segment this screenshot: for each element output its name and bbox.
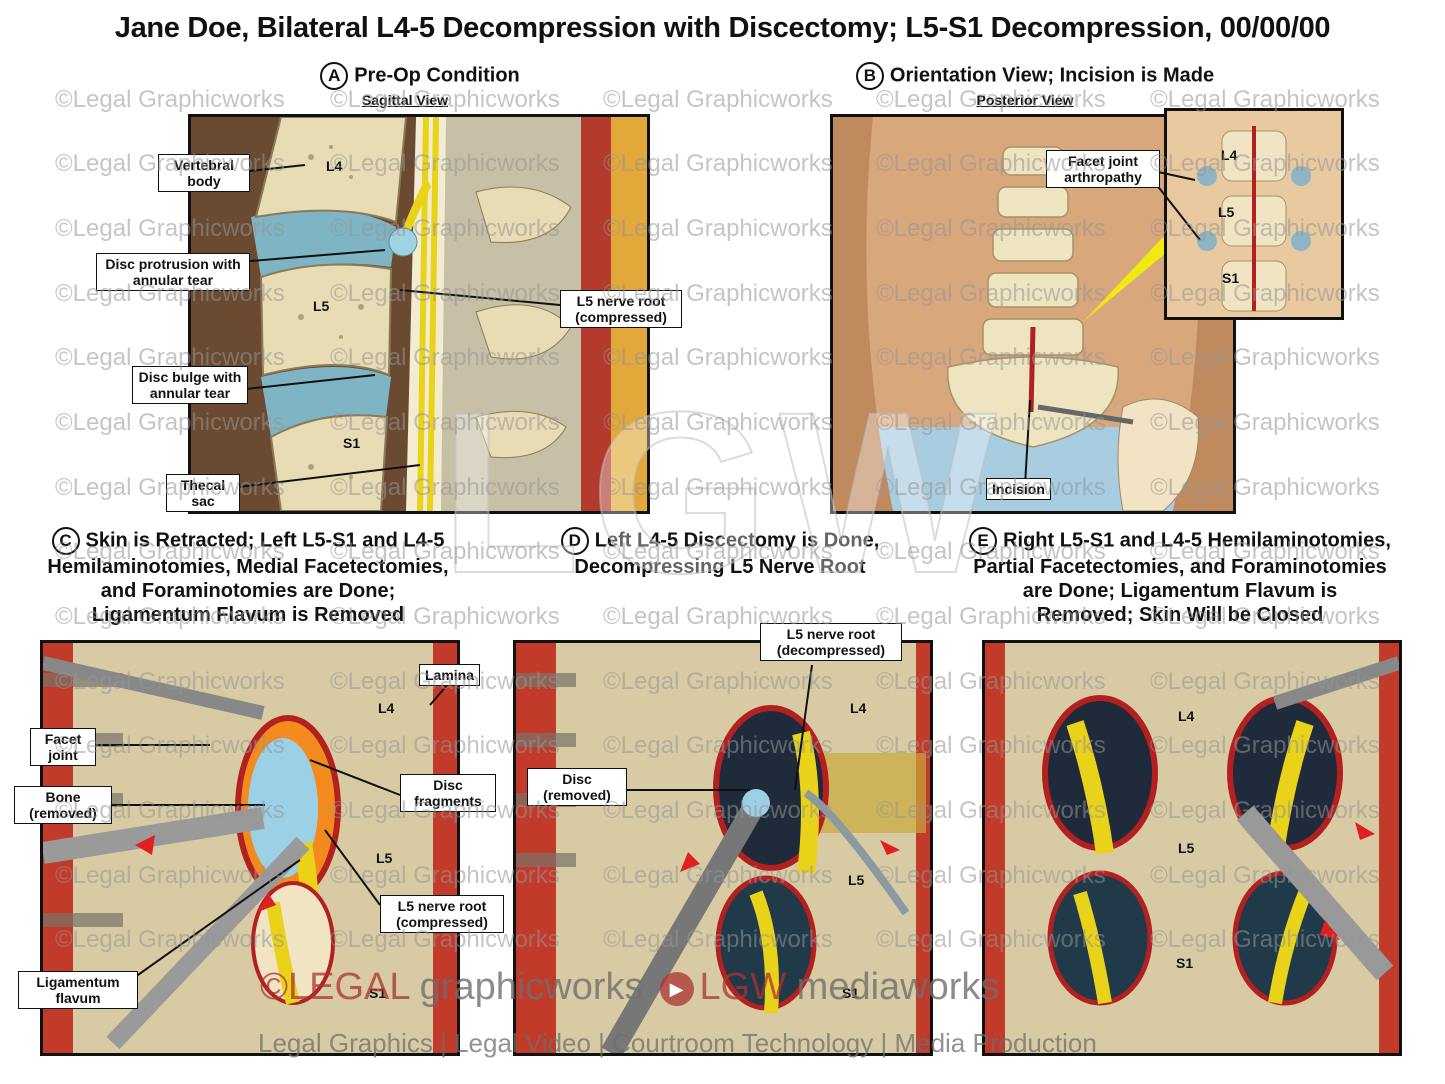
label-l5-nerve-root-decompressed: L5 nerve root (decompressed): [760, 623, 902, 661]
vertebra-label-l4-c: L4: [378, 700, 395, 716]
label-disc-protrusion: Disc protrusion with annular tear: [96, 253, 250, 291]
copyright-circle-icon: ©: [260, 966, 288, 1008]
label-l5-nerve-root-compressed-c: L5 nerve root (compressed): [380, 895, 504, 933]
caption-c-line-1: Skin is Retracted; Left L5-S1 and L4-5: [85, 529, 445, 552]
vertebra-label-l5-e: L5: [1178, 840, 1195, 856]
watermark: ©Legal Graphicworks: [55, 86, 285, 113]
panel-letter-a: A: [320, 62, 349, 90]
label-disc-removed: Disc (removed): [527, 768, 627, 806]
logo-graphicworks: graphicworks: [419, 966, 644, 1008]
vertebra-label-l4-b: L4: [1221, 147, 1238, 163]
vertebra-label-s1-a: S1: [343, 435, 361, 451]
label-thecal-sac: Thecal sac: [166, 474, 240, 512]
caption-c-line-3: and Foraminotomies are Done;: [100, 580, 396, 602]
caption-a-text: Pre-Op Condition: [354, 64, 520, 87]
watermark: ©Legal Graphicworks: [603, 86, 833, 113]
page-title: Jane Doe, Bilateral L4-5 Decompression w…: [114, 12, 1331, 44]
vertebra-label-s1-b: S1: [1222, 270, 1240, 286]
vertebra-label-l4-e: L4: [1178, 708, 1195, 724]
vertebra-label-s1-d: S1: [842, 985, 860, 1001]
label-bone-removed: Bone (removed): [14, 786, 112, 824]
vertebra-label-l5-c: L5: [376, 850, 393, 866]
caption-b-text: Orientation View; Incision is Made: [889, 64, 1215, 87]
label-incision: Incision: [986, 478, 1051, 500]
vertebra-label-l4-d: L4: [850, 700, 867, 716]
footer-tagline: Legal Graphics | Legal Video | Courtroom…: [258, 1028, 1097, 1058]
label-lamina: Lamina: [419, 664, 481, 686]
vertebra-label-l4-a: L4: [326, 158, 343, 174]
logo-mediaworks: mediaworks: [796, 966, 1000, 1008]
caption-e-line-4: Removed; Skin Will be Closed: [1036, 604, 1324, 626]
panel-letter-c: C: [51, 527, 80, 555]
vertebra-label-l5-b: L5: [1218, 204, 1235, 220]
label-vertebral-body: Vertebral body: [158, 154, 250, 192]
label-facet-joint: Facet joint: [30, 728, 96, 766]
vertebra-label-l5-a: L5: [313, 298, 330, 314]
vertebra-label-l5-d: L5: [848, 872, 865, 888]
view-label-a: Sagittal View: [361, 92, 449, 108]
panel-letter-e: E: [969, 527, 998, 555]
caption-c-line-2: Hemilaminotomies, Medial Facetectomies,: [47, 556, 449, 578]
facet-joint-inset-illustration: [1167, 111, 1341, 317]
discectomy-illustration: [516, 643, 930, 1053]
label-ligamentum-flavum: Ligamentum flavum: [18, 971, 138, 1009]
caption-d-line-1: Left L4-5 Discectomy is Done,: [594, 529, 880, 552]
caption-d-line-2: Decompressing L5 Nerve Root: [574, 556, 866, 578]
footer-logo: ©LEGAL graphicworks ▶LGW mediaworks: [260, 966, 999, 1009]
label-facet-joint-arthropathy: Facet joint arthropathy: [1046, 150, 1160, 188]
panel-letter-b: B: [855, 62, 884, 90]
vertebra-label-s1-c: S1: [369, 985, 387, 1001]
caption-c-line-4: Ligamentum Flavum is Removed: [91, 604, 405, 626]
panel-b-inset-illustration: [1164, 108, 1344, 320]
panel-d-surgical-illustration: [513, 640, 933, 1056]
caption-e-line-3: are Done; Ligamentum Flavum is: [1022, 580, 1338, 602]
logo-lgw: LGW: [699, 966, 787, 1008]
logo-legal: LEGAL: [288, 966, 410, 1008]
play-icon: ▶: [659, 971, 694, 1006]
view-label-b: Posterior View: [976, 92, 1074, 108]
label-disc-fragments: Disc fragments: [400, 774, 496, 812]
vertebra-label-s1-e: S1: [1176, 955, 1194, 971]
panel-letter-d: D: [560, 527, 589, 555]
label-disc-bulge: Disc bulge with annular tear: [132, 366, 248, 404]
caption-e-line-2: Partial Facetectomies, and Foraminotomie…: [973, 556, 1387, 578]
label-l5-nerve-root-compressed-a: L5 nerve root (compressed): [560, 290, 682, 328]
caption-e-line-1: Right L5-S1 and L4-5 Hemilaminotomies,: [1003, 529, 1391, 552]
